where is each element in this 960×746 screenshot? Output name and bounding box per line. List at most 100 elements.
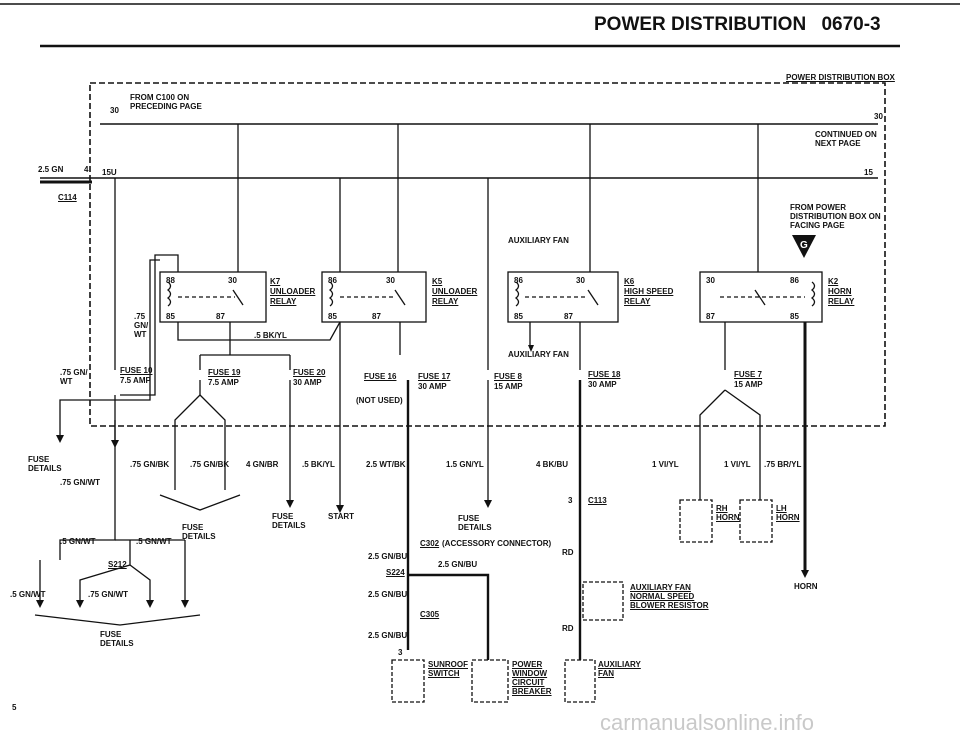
relay-k5-name: UNLOADER bbox=[432, 287, 478, 296]
c113-label: C113 bbox=[588, 496, 607, 505]
wire-rd-2: RD bbox=[562, 624, 574, 633]
aux-fan-top: AUXILIARY FAN bbox=[508, 236, 569, 245]
relay-k2-pin87: 87 bbox=[706, 312, 715, 321]
wire-75gnbk-2: .75 GN/BK bbox=[190, 460, 230, 469]
fuse-19-name: FUSE 19 bbox=[208, 368, 241, 377]
from-power-box: FROM POWER DISTRIBUTION BOX ON FACING PA… bbox=[790, 203, 881, 230]
relay-k6-pin86: 86 bbox=[514, 276, 523, 285]
relay-k7-pin88: 88 bbox=[166, 276, 175, 285]
pin-30-left: 30 bbox=[110, 106, 119, 115]
pin-15-right: 15 bbox=[864, 168, 873, 177]
sunroof-switch: SUNROOF SWITCH bbox=[428, 660, 468, 678]
page-code: 0670-3 bbox=[821, 14, 881, 35]
fuse-20-amp: 30 AMP bbox=[293, 378, 322, 387]
fuse-18-amp: 30 AMP bbox=[588, 380, 617, 389]
pin-30-right: 30 bbox=[874, 112, 883, 121]
pin-4: 4 bbox=[84, 165, 89, 174]
c302-label: C302 bbox=[420, 539, 440, 548]
wire-4bkbu: 4 BK/BU bbox=[536, 460, 569, 469]
fuse-17-amp: 30 AMP bbox=[418, 382, 447, 391]
fuse-details-3: FUSE DETAILS bbox=[272, 512, 306, 530]
fuse-details-1: FUSE DETAILS bbox=[28, 455, 62, 473]
relay-k7-pin85: 85 bbox=[166, 312, 175, 321]
relay-k5-pin87: 87 bbox=[372, 312, 381, 321]
relay-k6-pin85: 85 bbox=[514, 312, 523, 321]
fuse-19-amp: 7.5 AMP bbox=[208, 378, 239, 387]
relay-k5-pin30: 30 bbox=[386, 276, 395, 285]
wire-5bkyl-mid: .5 BK/YL bbox=[254, 331, 287, 340]
relay-k5-pin85: 85 bbox=[328, 312, 337, 321]
wire-rd-1: RD bbox=[562, 548, 574, 557]
wire-25gnbu-3: 2.5 GN/BU bbox=[368, 590, 408, 599]
relay-k2-pin30: 30 bbox=[706, 276, 715, 285]
relay-k6-pin30: 30 bbox=[576, 276, 585, 285]
relay-k6-id: K6 bbox=[624, 277, 635, 286]
fuse-7-amp: 15 AMP bbox=[734, 380, 763, 389]
box-label: POWER DISTRIBUTION BOX bbox=[786, 73, 895, 82]
c305-label: C305 bbox=[420, 610, 440, 619]
relay-k7-pin87: 87 bbox=[216, 312, 225, 321]
rh-horn: RH HORN bbox=[716, 504, 740, 522]
relay-k6-name: HIGH SPEED bbox=[624, 287, 674, 296]
wire-75gnwt-out: .75 GN/ WT bbox=[60, 368, 88, 386]
s224-label: S224 bbox=[386, 568, 405, 577]
page-number: 5 bbox=[12, 703, 17, 712]
wire-1viyl-1: 1 VI/YL bbox=[652, 460, 679, 469]
wire-4gnbr: 4 GN/BR bbox=[246, 460, 279, 469]
horn-label: HORN bbox=[794, 582, 818, 591]
page-title: POWER DISTRIBUTION 0670-3 bbox=[594, 14, 881, 36]
aux-fan-resistor: AUXILIARY FAN NORMAL SPEED BLOWER RESIST… bbox=[630, 583, 709, 610]
fuse-16-amp: (NOT USED) bbox=[356, 396, 403, 405]
c302-desc: (ACCESSORY CONNECTOR) bbox=[442, 539, 552, 548]
wire-25gnbu-4: 2.5 GN/BU bbox=[368, 631, 408, 640]
fuse-details-2: FUSE DETAILS bbox=[182, 523, 216, 541]
lh-horn: LH HORN bbox=[776, 504, 800, 522]
g-marker-text: G bbox=[800, 240, 808, 251]
relay-k5-type: RELAY bbox=[432, 297, 459, 306]
aux-fan-mid: AUXILIARY FAN bbox=[508, 350, 569, 359]
start-label: START bbox=[328, 512, 355, 521]
relay-k7-name: UNLOADER bbox=[270, 287, 316, 296]
aux-fan-bottom: AUXILIARY FAN bbox=[598, 660, 641, 678]
c114: C114 bbox=[58, 193, 77, 202]
title-text: POWER DISTRIBUTION bbox=[594, 14, 807, 35]
fuse-18-name: FUSE 18 bbox=[588, 370, 621, 379]
fuse-16-name: FUSE 16 bbox=[364, 372, 397, 381]
pin-3-c113: 3 bbox=[568, 496, 573, 505]
wire-75gnwt-b: .75 GN/WT bbox=[60, 478, 101, 487]
wire-5gnwt-3: .5 GN/WT bbox=[10, 590, 46, 599]
fuse-details-4: FUSE DETAILS bbox=[458, 514, 492, 532]
label-15u: 15U bbox=[102, 168, 117, 177]
wire-5gnwt-2: .5 GN/WT bbox=[136, 537, 172, 546]
wire-25gnbu-2: 2.5 GN/BU bbox=[438, 560, 478, 569]
relay-k6-type: RELAY bbox=[624, 297, 651, 306]
relay-k2-pin86: 86 bbox=[790, 276, 799, 285]
fuse-17-name: FUSE 17 bbox=[418, 372, 451, 381]
wire-25wtbk: 2.5 WT/BK bbox=[366, 460, 406, 469]
s212-label: S212 bbox=[108, 560, 127, 569]
wire-2-5-gn: 2.5 GN bbox=[38, 165, 64, 174]
wire-75gnwt-c: .75 GN/WT bbox=[88, 590, 129, 599]
wire-5bkyl: .5 BK/YL bbox=[302, 460, 335, 469]
pin-3-sunroof: 3 bbox=[398, 648, 403, 657]
fuse-10-amp: 7.5 AMP bbox=[120, 376, 151, 385]
fuse-10-name: FUSE 10 bbox=[120, 366, 153, 375]
g-marker-triangle bbox=[792, 235, 816, 258]
wire-75gnwt-left: .75 GN/ WT bbox=[134, 312, 149, 339]
relay-k5-id: K5 bbox=[432, 277, 443, 286]
relay-k6-pin87: 87 bbox=[564, 312, 573, 321]
fuse-8-amp: 15 AMP bbox=[494, 382, 523, 391]
wire-75gnbk-1: .75 GN/BK bbox=[130, 460, 170, 469]
wire-1viyl-2: 1 VI/YL bbox=[724, 460, 751, 469]
fuse-7-name: FUSE 7 bbox=[734, 370, 763, 379]
wire-15gnyl: 1.5 GN/YL bbox=[446, 460, 484, 469]
relay-k2-id: K2 bbox=[828, 277, 839, 286]
fuse-details-5: FUSE DETAILS bbox=[100, 630, 134, 648]
wire-75bryl: .75 BR/YL bbox=[764, 460, 802, 469]
relay-k5-pin86: 86 bbox=[328, 276, 337, 285]
wire-5gnwt-1: .5 GN/WT bbox=[60, 537, 96, 546]
fuse-8-name: FUSE 8 bbox=[494, 372, 523, 381]
from-c100: FROM C100 ON PRECEDING PAGE bbox=[130, 93, 202, 111]
power-window-breaker: POWER WINDOW CIRCUIT BREAKER bbox=[512, 660, 552, 696]
